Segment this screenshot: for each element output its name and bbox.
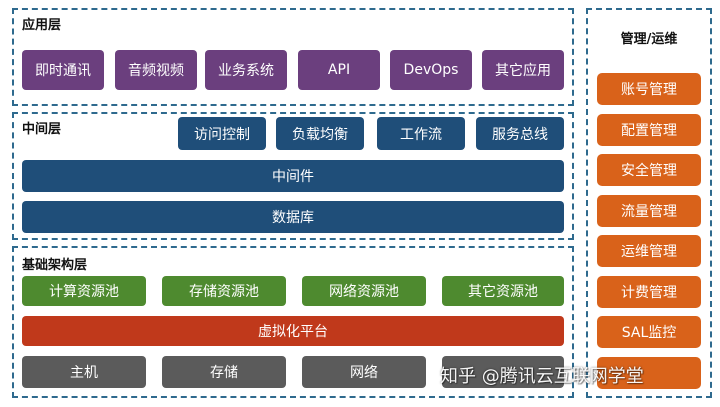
pool-network: 网络资源池	[302, 276, 426, 306]
app-item-im: 即时通讯	[22, 50, 104, 90]
ops-section	[586, 8, 712, 398]
app-item-devops: DevOps	[390, 50, 472, 90]
pool-other: 其它资源池	[442, 276, 564, 306]
middle-layer-title: 中间层	[22, 122, 62, 137]
watermark-text: 知乎 @腾讯云互联网学堂	[440, 366, 644, 387]
database-bar: 数据库	[22, 201, 564, 233]
app-layer-title: 应用层	[22, 18, 62, 33]
ops-item-config: 配置管理	[597, 114, 701, 146]
ops-item-sal-monitor: SAL监控	[597, 316, 701, 348]
app-layer-section	[12, 8, 574, 106]
pool-storage: 存储资源池	[162, 276, 286, 306]
ops-item-operations: 运维管理	[597, 235, 701, 267]
app-item-business: 业务系统	[205, 50, 287, 90]
ops-item-security: 安全管理	[597, 154, 701, 186]
middle-item-load-balance: 负载均衡	[276, 117, 364, 150]
hardware-storage: 存储	[162, 356, 286, 388]
ops-item-blank	[597, 357, 701, 389]
hardware-network: 网络	[302, 356, 426, 388]
ops-item-traffic: 流量管理	[597, 195, 701, 227]
middleware-bar: 中间件	[22, 160, 564, 192]
hardware-host: 主机	[22, 356, 146, 388]
ops-title: 管理/运维	[620, 32, 678, 47]
ops-item-account: 账号管理	[597, 73, 701, 105]
infra-layer-title: 基础架构层	[22, 258, 88, 273]
app-item-av: 音频视频	[115, 50, 197, 90]
ops-item-billing: 计费管理	[597, 276, 701, 308]
app-item-other: 其它应用	[482, 50, 564, 90]
middle-item-service-bus: 服务总线	[476, 117, 564, 150]
middle-layer-section	[12, 112, 574, 240]
virtualization-bar: 虚拟化平台	[22, 316, 564, 346]
hardware-blank	[442, 356, 564, 388]
infra-layer-section	[12, 246, 574, 398]
app-item-api: API	[298, 50, 380, 90]
pool-compute: 计算资源池	[22, 276, 146, 306]
middle-item-workflow: 工作流	[377, 117, 465, 150]
middle-item-access-control: 访问控制	[178, 117, 266, 150]
